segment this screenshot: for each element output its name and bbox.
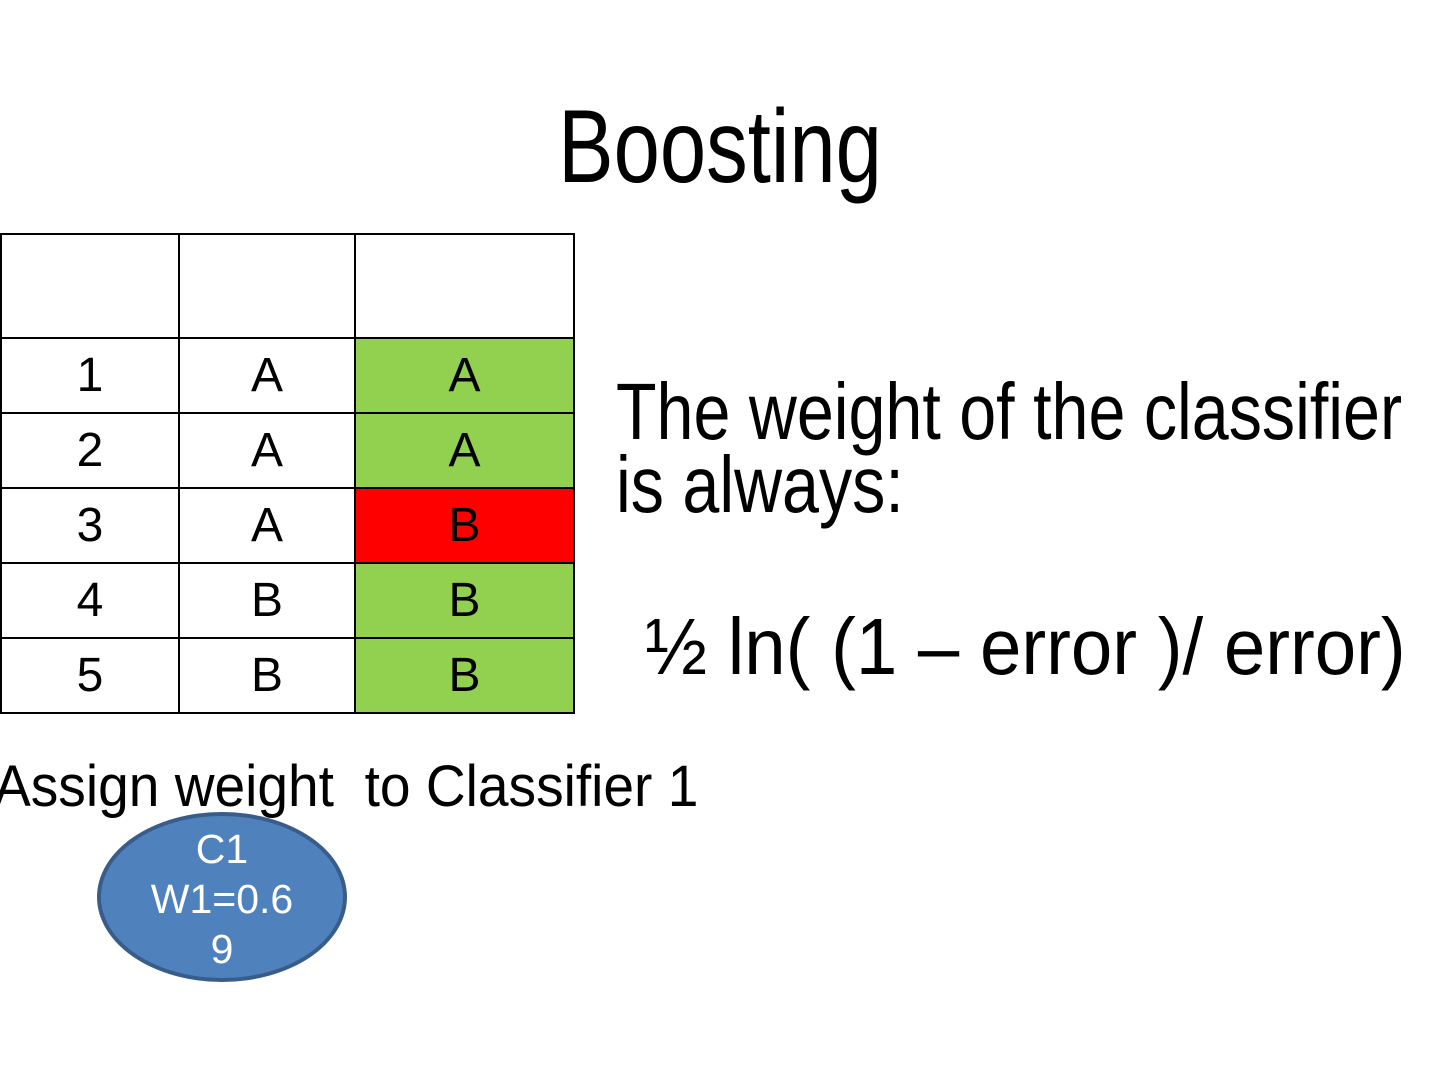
body-text-line: is always:: [616, 440, 904, 529]
slide-title: Boosting: [558, 89, 882, 205]
table-cell: 2: [0, 412, 180, 489]
caption-text: Assign weight to Classifier 1: [0, 754, 699, 819]
body-text: The weight of the classifier is always:: [616, 367, 1403, 529]
prediction-cell: A: [354, 337, 575, 414]
header-cell: [178, 233, 356, 339]
table-cell: B: [178, 562, 356, 639]
classifier-ellipse: C1 W1=0.6 9: [97, 812, 347, 982]
header-cell: [354, 233, 575, 339]
header-cell: [0, 233, 180, 339]
table-cell: A: [178, 412, 356, 489]
prediction-cell: B: [354, 637, 575, 714]
table-cell: B: [178, 637, 356, 714]
table-header-row: [0, 233, 575, 339]
table-cell: 1: [0, 337, 180, 414]
prediction-cell: B: [354, 487, 575, 564]
formula-text: ½ ln( (1 – error )/ error): [645, 602, 1406, 691]
classifier-label: C1: [195, 826, 249, 872]
prediction-cell: A: [354, 412, 575, 489]
classifier-weight-line: W1=0.6: [150, 876, 294, 922]
table-cell: 3: [0, 487, 180, 564]
table-cell: A: [178, 487, 356, 564]
classifier-weight-wrap: 9: [210, 926, 234, 972]
body-text-line: The weight of the classifier: [616, 367, 1403, 456]
table-cell: A: [178, 337, 356, 414]
prediction-cell: B: [354, 562, 575, 639]
table-cell: 4: [0, 562, 180, 639]
table-cell: 5: [0, 637, 180, 714]
